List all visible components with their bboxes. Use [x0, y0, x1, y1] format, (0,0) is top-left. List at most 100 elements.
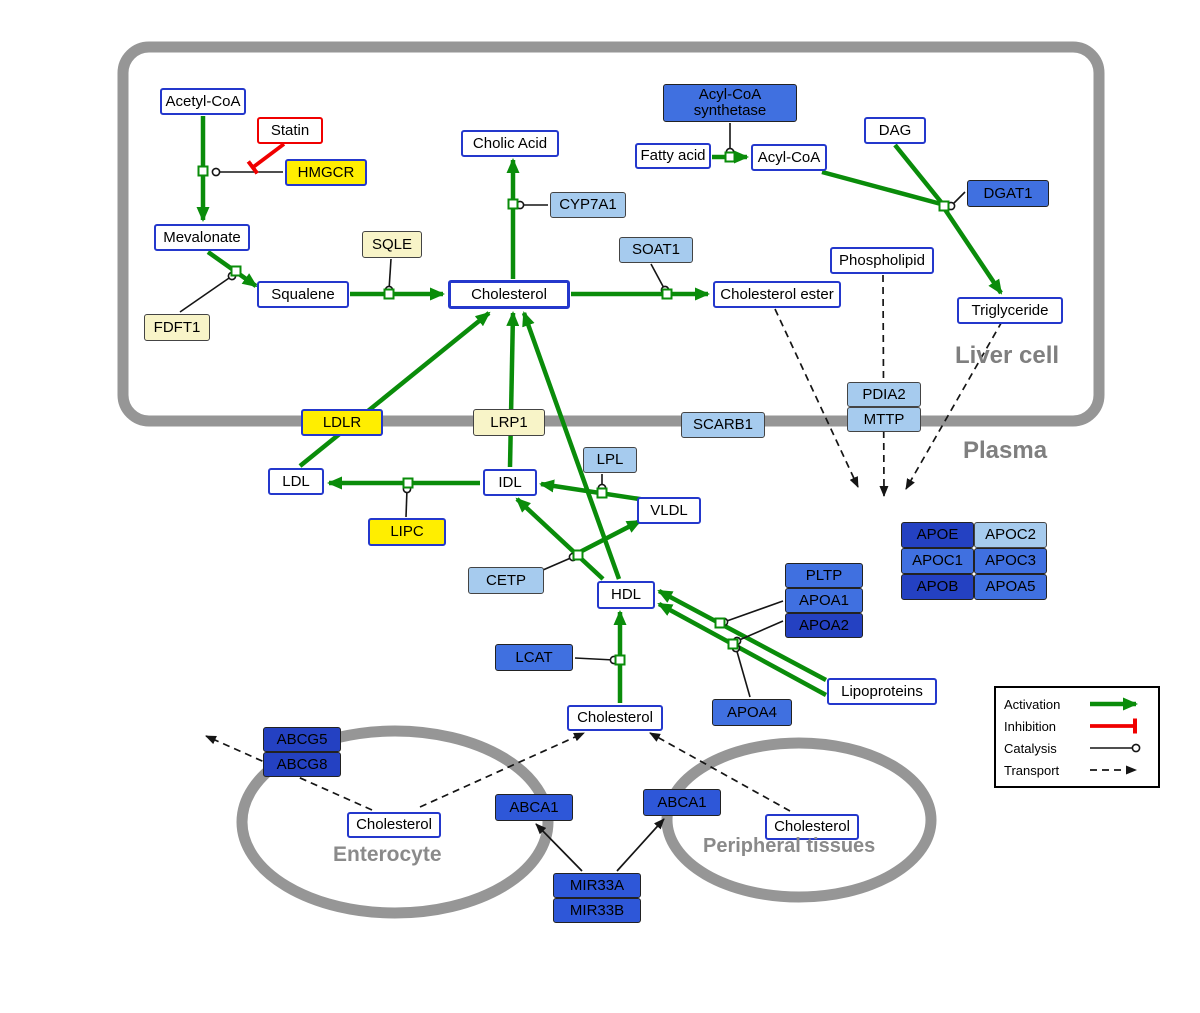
node-squalene[interactable]: Squalene — [257, 281, 349, 308]
edge-activation-11 — [521, 311, 622, 580]
node-soat1[interactable]: SOAT1 — [619, 237, 693, 263]
node-lipc[interactable]: LIPC — [368, 518, 446, 546]
node-cetp[interactable]: CETP — [468, 567, 544, 594]
node-ldlr[interactable]: LDLR — [301, 409, 383, 436]
node-cholesterol-ester[interactable]: Cholesterol ester — [713, 281, 841, 308]
edge-inhibition-33 — [246, 142, 286, 175]
node-cholesterol-enterocyte[interactable]: Cholesterol — [347, 812, 441, 838]
edge-transport-36 — [774, 308, 859, 488]
node-cyp7a1[interactable]: CYP7A1 — [550, 192, 626, 218]
peripheral-tissues-label: Peripheral tissues — [703, 835, 876, 857]
node-phospholipid[interactable]: Phospholipid — [830, 247, 934, 274]
edges-layer — [179, 116, 1009, 872]
edge-catalysis-20 — [179, 271, 237, 313]
node-mir33b[interactable]: MIR33B — [553, 898, 641, 923]
edge-activation-10 — [506, 311, 520, 468]
node-vldl[interactable]: VLDL — [637, 497, 701, 524]
reaction-node — [714, 617, 726, 629]
node-apoc2[interactable]: APOC2 — [974, 522, 1047, 548]
reaction-node — [614, 654, 626, 666]
node-apoa1[interactable]: APOA1 — [785, 588, 863, 613]
node-apoa2[interactable]: APOA2 — [785, 613, 863, 638]
node-sqle[interactable]: SQLE — [362, 231, 422, 258]
node-scarb1[interactable]: SCARB1 — [681, 412, 765, 438]
node-apob[interactable]: APOB — [901, 574, 974, 600]
node-apoe[interactable]: APOE — [901, 522, 974, 548]
reaction-node — [572, 549, 584, 561]
reaction-node — [724, 151, 736, 163]
legend-item-activation: Activation — [1004, 693, 1150, 715]
node-mttp[interactable]: MTTP — [847, 407, 921, 432]
node-lipoproteins[interactable]: Lipoproteins — [827, 678, 937, 705]
node-fatty-acid[interactable]: Fatty acid — [635, 143, 711, 169]
node-apoa4[interactable]: APOA4 — [712, 699, 792, 726]
node-mevalonate[interactable]: Mevalonate — [154, 224, 250, 251]
edge-catalysis-32 — [731, 643, 751, 698]
legend-symbol-transport — [1090, 765, 1137, 775]
node-statin[interactable]: Statin — [257, 117, 323, 144]
node-fdft1[interactable]: FDFT1 — [144, 314, 210, 341]
legend-label: Inhibition — [1004, 718, 1057, 734]
node-hdl[interactable]: HDL — [597, 581, 655, 609]
node-lrp1[interactable]: LRP1 — [473, 409, 545, 436]
node-idl[interactable]: IDL — [483, 469, 537, 496]
reaction-node — [230, 265, 242, 277]
legend-item-catalysis: Catalysis — [1004, 737, 1150, 759]
edge-activation-16 — [657, 589, 828, 682]
edge-catalysis-23 — [650, 263, 670, 295]
node-apoc3[interactable]: APOC3 — [974, 548, 1047, 574]
enterocyte-label: Enterocyte — [333, 843, 442, 866]
reaction-node — [727, 638, 739, 650]
edge-catalysis-30 — [719, 600, 784, 627]
edge-catalysis-31 — [732, 620, 784, 646]
edge-activation-15 — [576, 519, 642, 555]
node-dgat1[interactable]: DGAT1 — [967, 180, 1049, 207]
legend-item-inhibition: Inhibition — [1004, 715, 1150, 737]
node-abca1-enterocyte[interactable]: ABCA1 — [495, 794, 573, 821]
node-apoa5[interactable]: APOA5 — [974, 574, 1047, 600]
peripheral-tissues-membrane — [661, 737, 937, 903]
reaction-node — [507, 198, 519, 210]
edge-activation-17 — [657, 602, 828, 697]
node-abca1-peripheral[interactable]: ABCA1 — [643, 789, 721, 816]
node-ldl[interactable]: LDL — [268, 468, 324, 495]
node-lpl[interactable]: LPL — [583, 447, 637, 473]
node-acyl-coa-synthetase[interactable]: Acyl-CoA synthetase — [663, 84, 797, 122]
legend-item-transport: Transport — [1004, 759, 1150, 781]
node-pdia2[interactable]: PDIA2 — [847, 382, 921, 407]
node-apoc1[interactable]: APOC1 — [901, 548, 974, 574]
reaction-node — [383, 288, 395, 300]
legend-label: Transport — [1004, 762, 1060, 778]
edge-activation_plain-6 — [821, 169, 942, 207]
node-acyl-coa[interactable]: Acyl-CoA — [751, 144, 827, 171]
liver-cell-label: Liver cell — [955, 342, 1060, 369]
edge-activation-9 — [298, 311, 491, 468]
node-cholic-acid[interactable]: Cholic Acid — [461, 130, 559, 157]
liver-cell-membrane — [117, 41, 1105, 427]
reaction-node — [197, 165, 209, 177]
node-cholesterol-liver[interactable]: Cholesterol — [448, 280, 570, 309]
node-dag[interactable]: DAG — [864, 117, 926, 144]
node-pltp[interactable]: PLTP — [785, 563, 863, 588]
node-mir33a[interactable]: MIR33A — [553, 873, 641, 898]
node-lcat[interactable]: LCAT — [495, 644, 573, 671]
node-abcg8[interactable]: ABCG8 — [263, 752, 341, 777]
node-cholesterol-plasma[interactable]: Cholesterol — [567, 705, 663, 731]
plasma-label: Plasma — [963, 437, 1048, 464]
edge-activation-12 — [539, 479, 647, 503]
edge-transport-40 — [419, 732, 585, 808]
node-triglyceride[interactable]: Triglyceride — [957, 297, 1063, 324]
edge-activation-14 — [515, 497, 605, 581]
node-abcg5[interactable]: ABCG5 — [263, 727, 341, 752]
node-cholesterol-peripheral[interactable]: Cholesterol — [765, 814, 859, 840]
edge-transport-38 — [905, 310, 1009, 490]
edge-activation-8 — [942, 206, 1003, 295]
node-hmgcr[interactable]: HMGCR — [285, 159, 367, 186]
enterocyte-membrane — [236, 725, 554, 919]
node-acetyl-coa[interactable]: Acetyl-CoA — [160, 88, 246, 115]
